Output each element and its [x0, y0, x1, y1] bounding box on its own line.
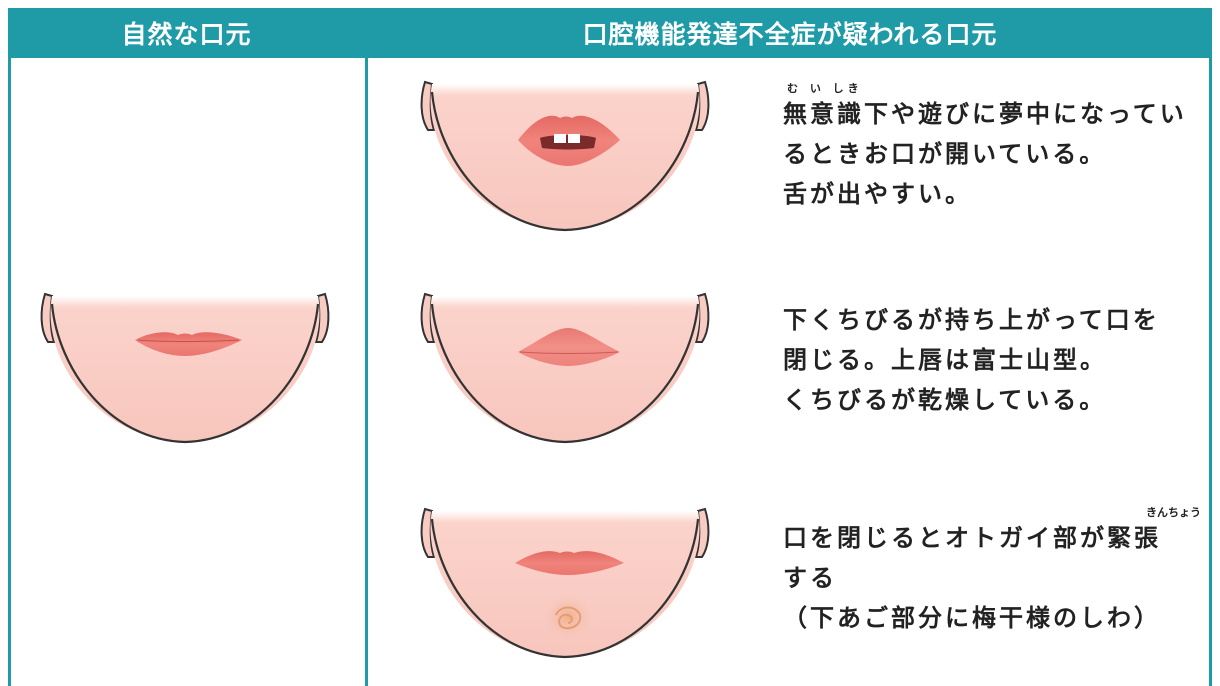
face-natural-illustration [40, 292, 330, 444]
ruby-muishiki: む い しき [787, 82, 863, 95]
desc-fuji-lip: 下くちびるが持ち上がって口を 閉じる。上唇は富士山型。 くちびるが乾燥している。 [783, 300, 1203, 420]
desc-line: 下くちびるが持ち上がって口を [783, 306, 1160, 334]
desc-line: （下あご部分に梅干様のしわ） [783, 604, 1161, 632]
desc-chin-tension: 口を閉じるとオトガイ部が緊張 する （下あご部分に梅干様のしわ） [783, 518, 1203, 638]
desc-line: 閉じる。上唇は富士山型。 [783, 346, 1107, 374]
face-fuji-lip-illustration [420, 292, 710, 444]
desc-line: する [783, 564, 837, 592]
face-open-mouth-illustration [420, 80, 710, 232]
desc-line: くちびるが乾燥している。 [783, 386, 1107, 414]
desc-line: 舌が出やすい。 [783, 180, 972, 208]
table-border-left [8, 8, 11, 686]
desc-open-mouth: 無意識下や遊びに夢中になってい るときお口が開いている。 舌が出やすい。 [783, 94, 1203, 214]
ruby-kinchou: きんちょう [1146, 506, 1201, 519]
face-chin-tension-illustration [420, 507, 710, 659]
table-border-right [1209, 8, 1212, 686]
desc-line: 口を閉じるとオトガイ部が緊張 [783, 524, 1161, 552]
desc-line: 無意識下や遊びに夢中になってい [783, 100, 1187, 128]
header-suspected-mouth: 口腔機能発達不全症が疑われる口元 [368, 8, 1212, 58]
header-natural-mouth: 自然な口元 [8, 8, 365, 58]
table-divider [365, 8, 368, 686]
comparison-table: 自然な口元 口腔機能発達不全症が疑われる口元 [8, 8, 1212, 686]
desc-line: るときお口が開いている。 [783, 140, 1107, 168]
